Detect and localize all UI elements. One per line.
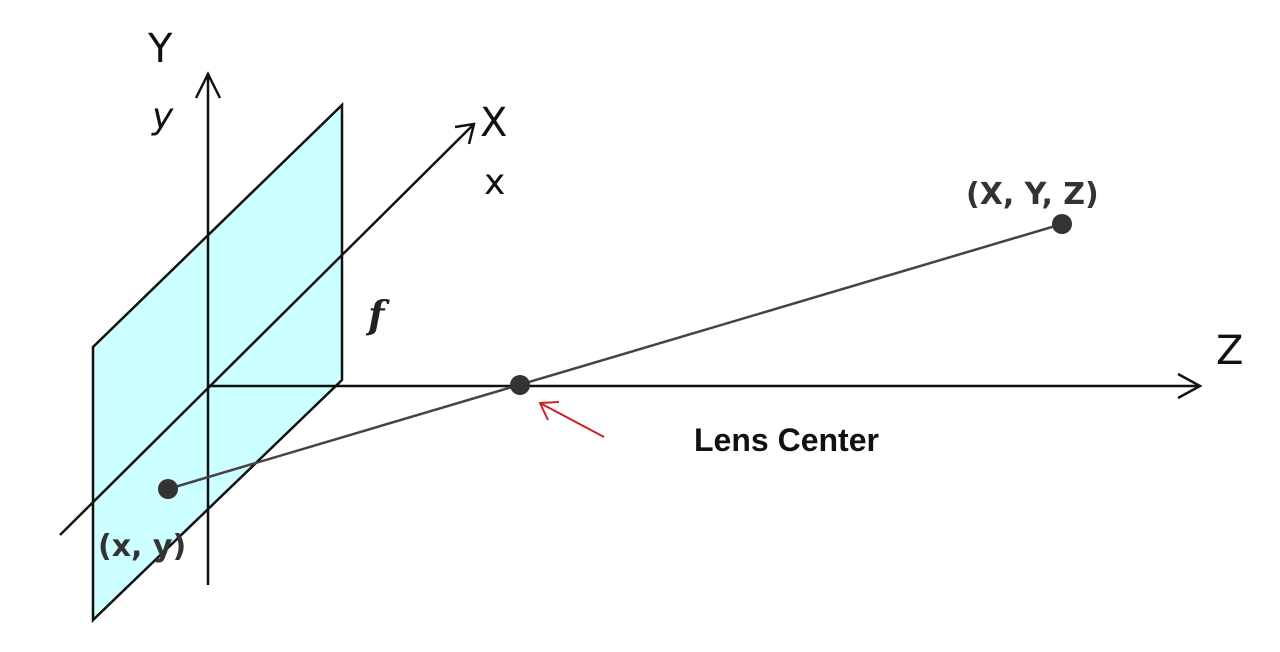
lens-pointer-arrowhead: [538, 401, 560, 421]
lens-center-dot: [510, 375, 530, 395]
lens-pointer-arrow: [539, 402, 605, 438]
y-world-label: Y: [147, 26, 173, 72]
y-image-label: y: [151, 96, 174, 137]
image-point-label: (x, y): [98, 529, 186, 564]
y-axis-arrowhead: [194, 71, 222, 99]
z-axis-arrowhead: [1177, 372, 1203, 400]
x-world-label: X: [480, 100, 507, 146]
lens-center-label: Lens Center: [694, 422, 879, 458]
world-point-dot: [1052, 214, 1072, 234]
image-plane: [91, 102, 344, 623]
x-axis-arrowhead: [454, 122, 476, 145]
x-image-label: x: [484, 162, 505, 203]
projection-ray: [167, 222, 1063, 491]
world-point-label: (X, Y, Z): [966, 177, 1099, 212]
image-point-dot: [158, 479, 178, 499]
x-axis-line: [59, 123, 475, 536]
z-axis-label: Z: [1216, 328, 1243, 374]
focal-length-label: f: [365, 292, 390, 337]
